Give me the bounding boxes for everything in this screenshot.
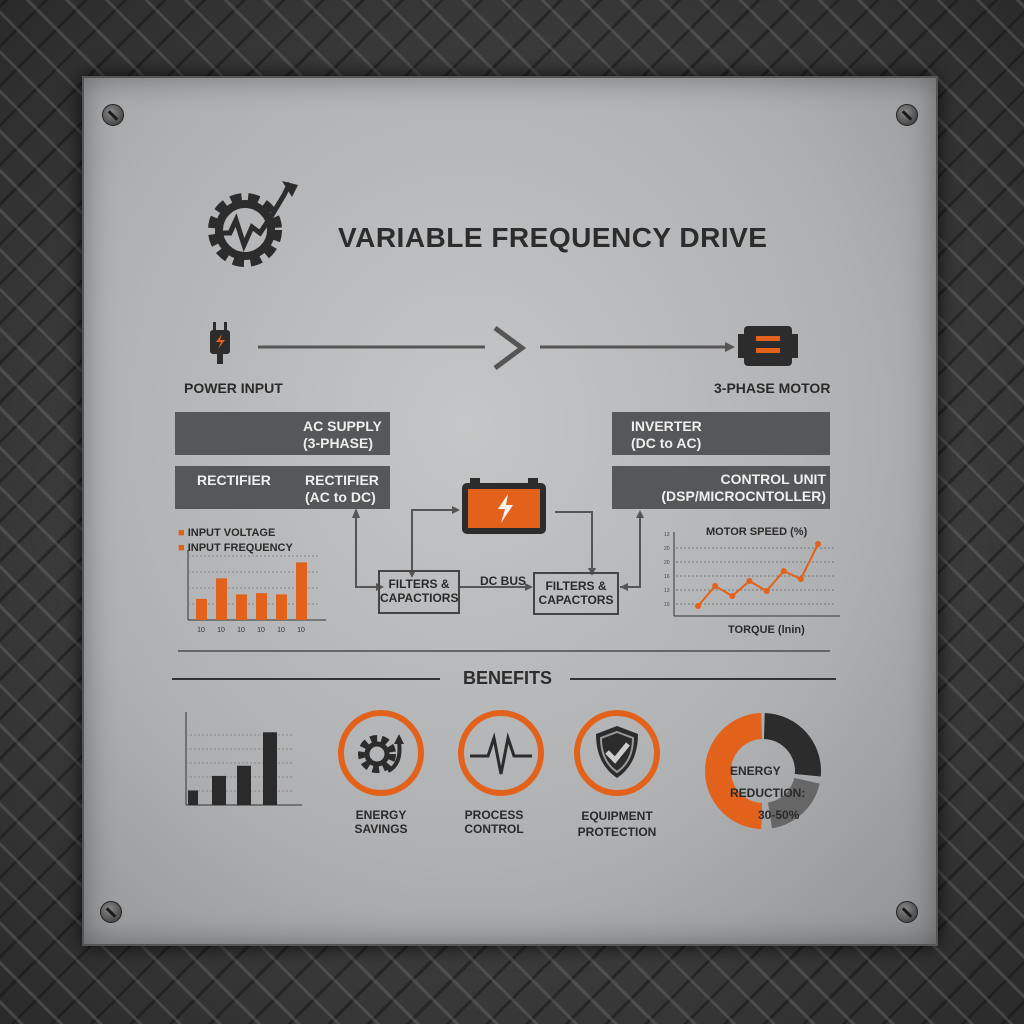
data-point xyxy=(695,603,701,609)
screw-icon xyxy=(896,104,918,126)
input-bar-chart: 10 10 10 10 10 10 xyxy=(187,550,326,634)
bar xyxy=(276,594,287,620)
divider xyxy=(178,650,830,652)
data-point xyxy=(815,541,821,547)
dc-bus-label: DC BUS xyxy=(480,574,527,588)
tick-label: 10 xyxy=(664,602,670,608)
bar xyxy=(216,578,227,620)
screw-icon xyxy=(102,104,124,126)
bar xyxy=(196,598,207,620)
benefits-heading: BENEFITS xyxy=(463,668,553,688)
data-point xyxy=(797,576,804,582)
control-unit-box: CONTROL UNIT(DSP/MICROCNTOLLER) xyxy=(612,466,830,509)
screw-icon xyxy=(100,901,122,923)
inverter-box: INVERTER(DC to AC) xyxy=(612,412,830,455)
data-point xyxy=(729,593,736,599)
data-point xyxy=(746,578,753,584)
ac-supply-box: AC SUPPLY(3-PHASE) xyxy=(175,412,390,455)
process-control-badge xyxy=(458,710,544,796)
tick-label: 10 xyxy=(237,627,245,634)
tick-label: 20 xyxy=(664,546,670,552)
savings-bar-chart xyxy=(185,712,302,806)
tick-label: 10 xyxy=(297,627,305,634)
gear-pulse-logo-icon xyxy=(208,181,298,267)
donut-label: ENERGY REDUCTION:30-50% xyxy=(730,764,806,822)
tick-label: 13 xyxy=(664,532,670,538)
divider xyxy=(570,678,836,680)
energy-savings-badge xyxy=(338,710,424,796)
bar xyxy=(237,765,251,805)
data-point xyxy=(712,583,719,589)
bar-legend: ■ INPUT VOLTAGE ■ INPUT FREQUENCY xyxy=(178,527,293,554)
energy-reduction-donut xyxy=(705,713,821,829)
line-chart-title: MOTOR SPEED (%) xyxy=(706,526,808,538)
tick-label: 16 xyxy=(664,574,670,580)
tick-label: 10 xyxy=(277,627,285,634)
bar xyxy=(296,562,307,620)
page-title: VARIABLE FREQUENCY DRIVE xyxy=(338,222,768,253)
bar xyxy=(212,775,226,805)
tick-label: 10 xyxy=(217,627,225,634)
motor-label: 3-PHASE MOTOR xyxy=(714,380,831,396)
tick-label: 10 xyxy=(257,627,265,634)
shield-check-icon xyxy=(596,726,638,778)
flow-arrows xyxy=(210,322,735,371)
dc-bus-connectors xyxy=(352,506,644,591)
donut-slice xyxy=(705,713,763,829)
equipment-protection-badge xyxy=(574,710,660,796)
battery-icon xyxy=(462,478,546,534)
donut-slice xyxy=(767,777,820,829)
bar xyxy=(188,790,198,805)
data-point xyxy=(780,568,787,574)
benefit-label: PROCESS CONTROL xyxy=(464,808,524,836)
power-input-label: POWER INPUT xyxy=(184,380,283,396)
line-chart-xlabel: TORQUE (lnin) xyxy=(728,624,805,636)
pulse-icon xyxy=(470,732,532,775)
motor-speed-chart: 13 20 20 16 13 10 xyxy=(664,532,840,617)
filters-capacitors-box: FILTERS &CAPACTORS xyxy=(533,572,619,615)
bar xyxy=(263,732,277,805)
tick-label: 20 xyxy=(664,560,670,566)
filters-capacitors-box: FILTERS &CAPACTIORS xyxy=(378,570,460,614)
speed-line xyxy=(697,543,819,607)
bar xyxy=(256,593,267,620)
tick-label: 13 xyxy=(664,588,670,594)
screw-icon xyxy=(896,901,918,923)
rectifier-box: RECTIFIER RECTIFIER(AC to DC) xyxy=(175,466,390,509)
tick-label: 10 xyxy=(197,627,205,634)
gear-arrow-icon xyxy=(358,734,404,773)
divider xyxy=(172,678,440,680)
donut-slice xyxy=(763,713,821,777)
data-point xyxy=(763,588,770,594)
plug-icon xyxy=(210,322,230,364)
bar xyxy=(236,594,247,620)
motor-icon xyxy=(738,326,798,366)
benefit-label: ENERGY SAVINGS xyxy=(354,808,408,836)
